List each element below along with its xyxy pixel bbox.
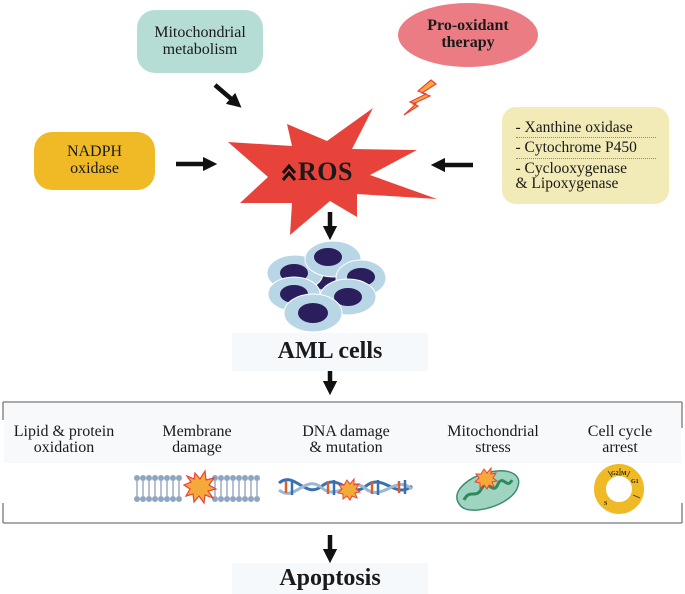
lipid-head — [176, 496, 182, 502]
lipid-head — [254, 475, 260, 481]
mito-line-2: metabolism — [162, 40, 238, 58]
effect-line-2: oxidation — [33, 439, 95, 456]
lipid-head — [230, 475, 236, 481]
effect-line-2: arrest — [602, 439, 638, 456]
enzymes-box: - Xanthine oxidase - Cytochrome P450 - C… — [502, 107, 669, 204]
ros-label-text: ROS — [298, 157, 353, 186]
lipid-head — [158, 475, 164, 481]
cell-cycle-icon: G2 M G1 S — [594, 464, 644, 514]
pro-line-1: Pro-oxidant — [427, 17, 509, 35]
effects-label-band — [4, 403, 681, 463]
cell — [283, 293, 343, 333]
lipid-head — [134, 496, 140, 502]
effect-line-1: Mitochondrial — [447, 423, 539, 440]
enzyme-item: - Cytochrome P450 — [515, 137, 656, 158]
lipid-head — [236, 475, 242, 481]
enzyme-item: - Xanthine oxidase — [515, 118, 633, 136]
lipid-head — [224, 496, 230, 502]
phase-s: S — [604, 501, 608, 507]
effect-line-2: damage — [172, 439, 222, 456]
ros-increase-icon — [281, 163, 297, 181]
lipid-head — [158, 496, 164, 502]
lipid-head — [134, 475, 140, 481]
lipid-head — [140, 475, 146, 481]
lipid-head — [146, 475, 152, 481]
lipid-head — [242, 496, 248, 502]
effect-line-1: Membrane — [162, 423, 232, 440]
dna-damage-icon — [278, 477, 413, 501]
lipid-head — [212, 496, 218, 502]
phase-g1: G1 — [631, 479, 639, 485]
ros-star — [228, 108, 437, 235]
lipid-head — [146, 496, 152, 502]
lipid-head — [224, 475, 230, 481]
lipid-head — [218, 496, 224, 502]
enzyme-item-line-2: & Lipoxygenase — [515, 175, 619, 192]
effect-line-2: stress — [475, 439, 511, 456]
lipid-head — [218, 475, 224, 481]
lipid-head — [152, 496, 158, 502]
lipid-head — [170, 496, 176, 502]
lipid-head — [248, 496, 254, 502]
phase-m: M — [621, 471, 627, 477]
lipid-head — [242, 475, 248, 481]
mito-line-1: Mitochondrial — [154, 23, 246, 41]
enzyme-item-line-1: - Cyclooxygenase — [515, 159, 627, 177]
effects-panel-frame — [2, 401, 683, 524]
lipid-head — [230, 496, 236, 502]
lipid-head — [164, 496, 170, 502]
lipid-head — [164, 475, 170, 481]
effect-line-2: & mutation — [309, 439, 383, 456]
arrow-mito-to-ros — [213, 83, 242, 108]
lipid-head — [176, 475, 182, 481]
nadph-line-1: NADPH — [66, 143, 123, 161]
lipid-head — [170, 475, 176, 481]
nadph-line-2: oxidase — [70, 160, 119, 177]
ros-label: ROS — [265, 157, 353, 187]
aml-cells-icon — [266, 240, 387, 333]
lipid-head — [236, 496, 242, 502]
membrane-damage-icon — [134, 469, 260, 505]
effect-line-1: Cell cycle — [587, 423, 653, 440]
effect-dna-damage-mutation: DNA damage& mutation — [302, 424, 390, 456]
phase-g2: G2 — [611, 471, 619, 477]
effect-line-1: DNA damage — [302, 423, 390, 440]
lipid-head — [254, 496, 260, 502]
lipid-head — [140, 496, 146, 502]
enzyme-list: - Xanthine oxidase - Cytochrome P450 - C… — [515, 118, 656, 194]
lightning-bolt-icon — [403, 79, 438, 116]
effect-line-1: Lipid & protein — [13, 423, 115, 440]
enzyme-item: - Cyclooxygenase& Lipoxygenase — [515, 157, 656, 194]
lipid-head — [152, 475, 158, 481]
lipid-head — [248, 475, 254, 481]
mitochondria-icon — [456, 466, 520, 511]
aml-cells-label: AML cells — [232, 333, 428, 371]
pro-line-2: therapy — [441, 34, 495, 51]
apoptosis-label: Apoptosis — [232, 563, 428, 594]
